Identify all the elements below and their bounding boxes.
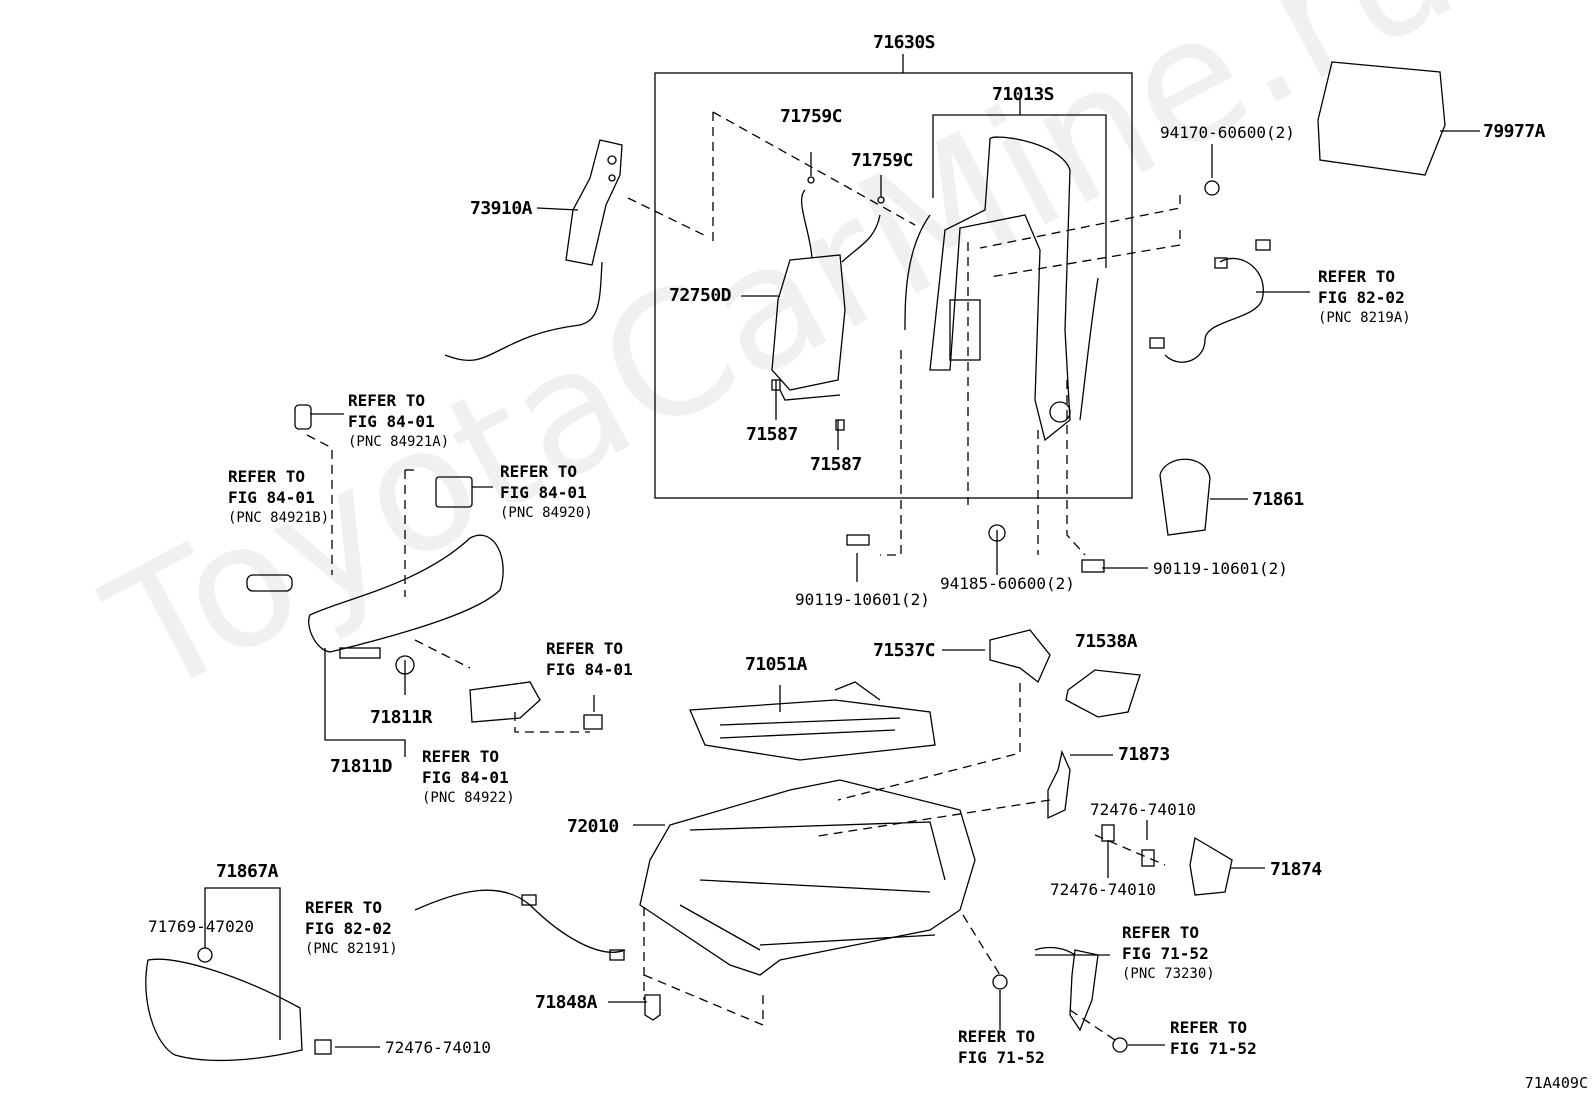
- nut-94185: [988, 524, 1006, 542]
- label-71537C: 71537C: [873, 640, 936, 661]
- label-72010: 72010: [567, 816, 619, 837]
- screw-72476-a: [1101, 824, 1115, 842]
- seat-spring-71051A: [689, 699, 936, 761]
- clip-71848A: [644, 994, 661, 1021]
- label-71013S: 71013S: [992, 84, 1055, 105]
- label-94170: 94170-60600(2): [1160, 123, 1295, 142]
- label-72476-b: 72476-74010: [1050, 880, 1156, 899]
- cover-71861: [1159, 458, 1211, 536]
- label-71587-b: 71587: [810, 454, 862, 475]
- label-71759C-a: 71759C: [780, 106, 843, 127]
- label-71861: 71861: [1252, 489, 1304, 510]
- lumbar-support-72750D: [771, 254, 846, 391]
- switch-84922: [469, 681, 541, 723]
- clip-84921A: [294, 404, 312, 430]
- bracket-71538A: [1065, 669, 1141, 718]
- label-71873: 71873: [1118, 744, 1170, 765]
- seat-belt-buckle-73230: [1069, 949, 1099, 1032]
- label-71587-a: 71587: [746, 424, 798, 445]
- assembly-box-71630S: [654, 72, 1133, 499]
- label-72476-a: 72476-74010: [1090, 800, 1196, 819]
- screw-72476-c: [314, 1039, 332, 1055]
- headrest-79977A: [1317, 61, 1446, 176]
- label-94185: 94185-60600(2): [940, 574, 1075, 593]
- bracket-71537C: [989, 629, 1051, 684]
- cover-71867A: [145, 958, 303, 1062]
- clip-71811R: [395, 655, 415, 675]
- label-90119-a: 90119-10601(2): [795, 590, 930, 609]
- bracket-71874: [1189, 836, 1233, 896]
- label-71811R: 71811R: [370, 707, 433, 728]
- bracket-71873: [1047, 749, 1071, 820]
- seatback-frame-71013S: [929, 136, 1071, 442]
- label-72476-c: 72476-74010: [385, 1038, 491, 1057]
- wire-harness-82191: [414, 889, 626, 953]
- bolt-90119-b: [1081, 559, 1105, 573]
- seat-adjuster-72010: [639, 779, 976, 976]
- label-90119-b: 90119-10601(2): [1153, 559, 1288, 578]
- label-71759C-b: 71759C: [851, 150, 914, 171]
- side-trim-73910A: [565, 139, 623, 266]
- nut-7152-b: [1112, 1037, 1128, 1053]
- wire-harness-8219A: [1164, 257, 1264, 363]
- label-72750D: 72750D: [669, 285, 732, 306]
- label-71811D: 71811D: [330, 756, 393, 777]
- label-71867A: 71867A: [216, 861, 279, 882]
- side-shield-71811D: [308, 534, 504, 653]
- label-71051A: 71051A: [745, 654, 808, 675]
- label-73910A: 73910A: [470, 198, 533, 219]
- clip-71769: [197, 947, 213, 963]
- switch-84920: [435, 476, 473, 508]
- label-71769: 71769-47020: [148, 917, 254, 936]
- label-71538A: 71538A: [1075, 631, 1138, 652]
- wire-harness-73910A: [444, 261, 603, 362]
- label-71630S: 71630S: [873, 32, 936, 53]
- screw-72476-b: [1141, 849, 1155, 867]
- bolt-7152-a: [992, 974, 1008, 990]
- label-71874: 71874: [1270, 859, 1322, 880]
- label-79977A: 79977A: [1483, 121, 1546, 142]
- bolt-8401: [583, 714, 603, 730]
- knob-84921B: [246, 574, 293, 592]
- nut-94170: [1204, 180, 1220, 196]
- label-71848A: 71848A: [535, 992, 598, 1013]
- bolt-90119-a: [846, 534, 870, 546]
- figure-code: 71A409C: [1524, 1074, 1588, 1092]
